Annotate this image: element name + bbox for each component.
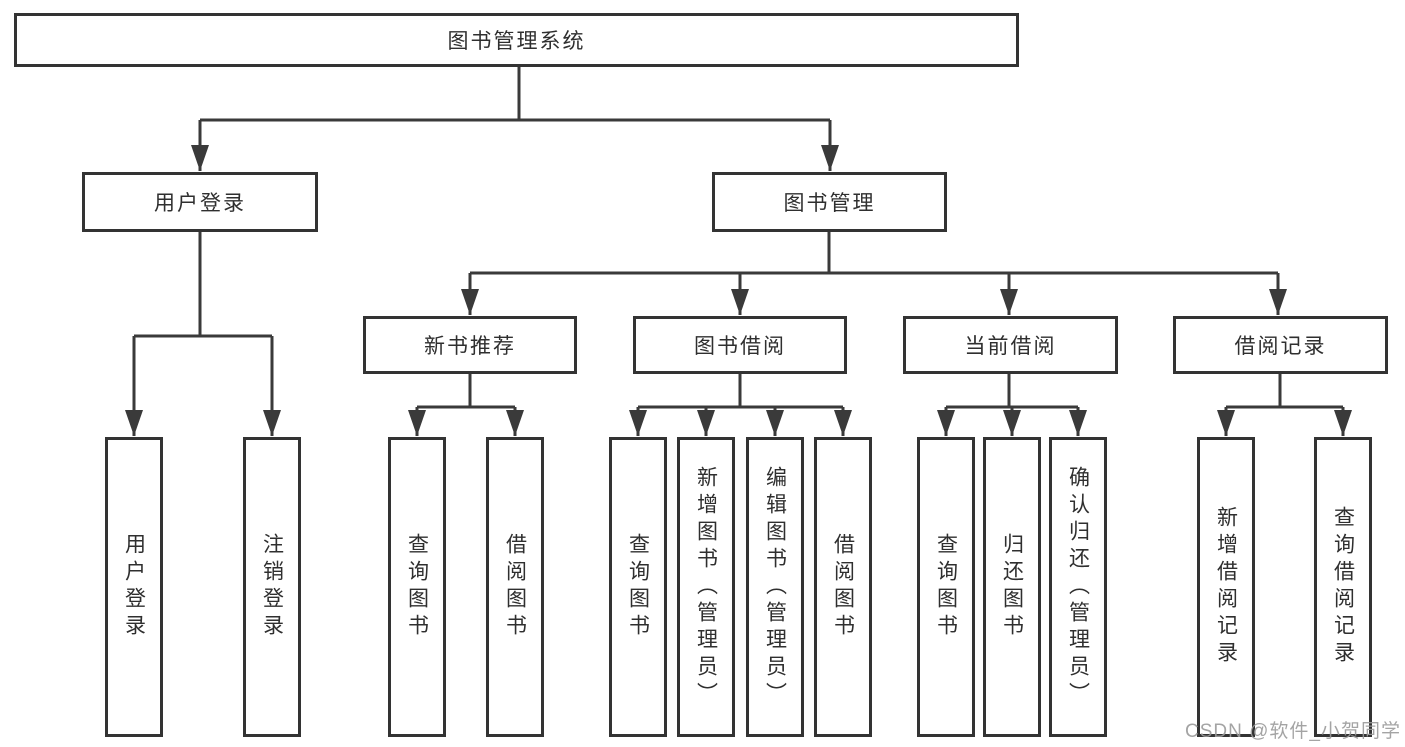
leaf-query-borrow-record: 查询借阅记录 bbox=[1314, 437, 1372, 737]
leaf-query-books-current: 查询图书 bbox=[917, 437, 975, 737]
leaf-return-books: 归还图书 bbox=[983, 437, 1041, 737]
leaf-borrow-books: 借阅图书 bbox=[814, 437, 872, 737]
leaf-user-login: 用户登录 bbox=[105, 437, 163, 737]
node-borrow-records: 借阅记录 bbox=[1173, 316, 1388, 374]
leaf-borrow-books-recommend: 借阅图书 bbox=[486, 437, 544, 737]
node-user-login: 用户登录 bbox=[82, 172, 318, 232]
node-book-borrow: 图书借阅 bbox=[633, 316, 847, 374]
leaf-logout: 注销登录 bbox=[243, 437, 301, 737]
leaf-query-books-borrow: 查询图书 bbox=[609, 437, 667, 737]
node-current-borrow: 当前借阅 bbox=[903, 316, 1118, 374]
node-book-management: 图书管理 bbox=[712, 172, 947, 232]
node-new-book-recommend: 新书推荐 bbox=[363, 316, 577, 374]
csdn-watermark: CSDN @软件_小贺同学 bbox=[1185, 721, 1401, 742]
leaf-add-books-admin: 新增图书（管理员） bbox=[677, 437, 735, 737]
node-root-library-system: 图书管理系统 bbox=[14, 13, 1019, 67]
leaf-edit-books-admin: 编辑图书（管理员） bbox=[746, 437, 804, 737]
leaf-query-books-recommend: 查询图书 bbox=[388, 437, 446, 737]
leaf-confirm-return-admin: 确认归还（管理员） bbox=[1049, 437, 1107, 737]
leaf-add-borrow-record: 新增借阅记录 bbox=[1197, 437, 1255, 737]
